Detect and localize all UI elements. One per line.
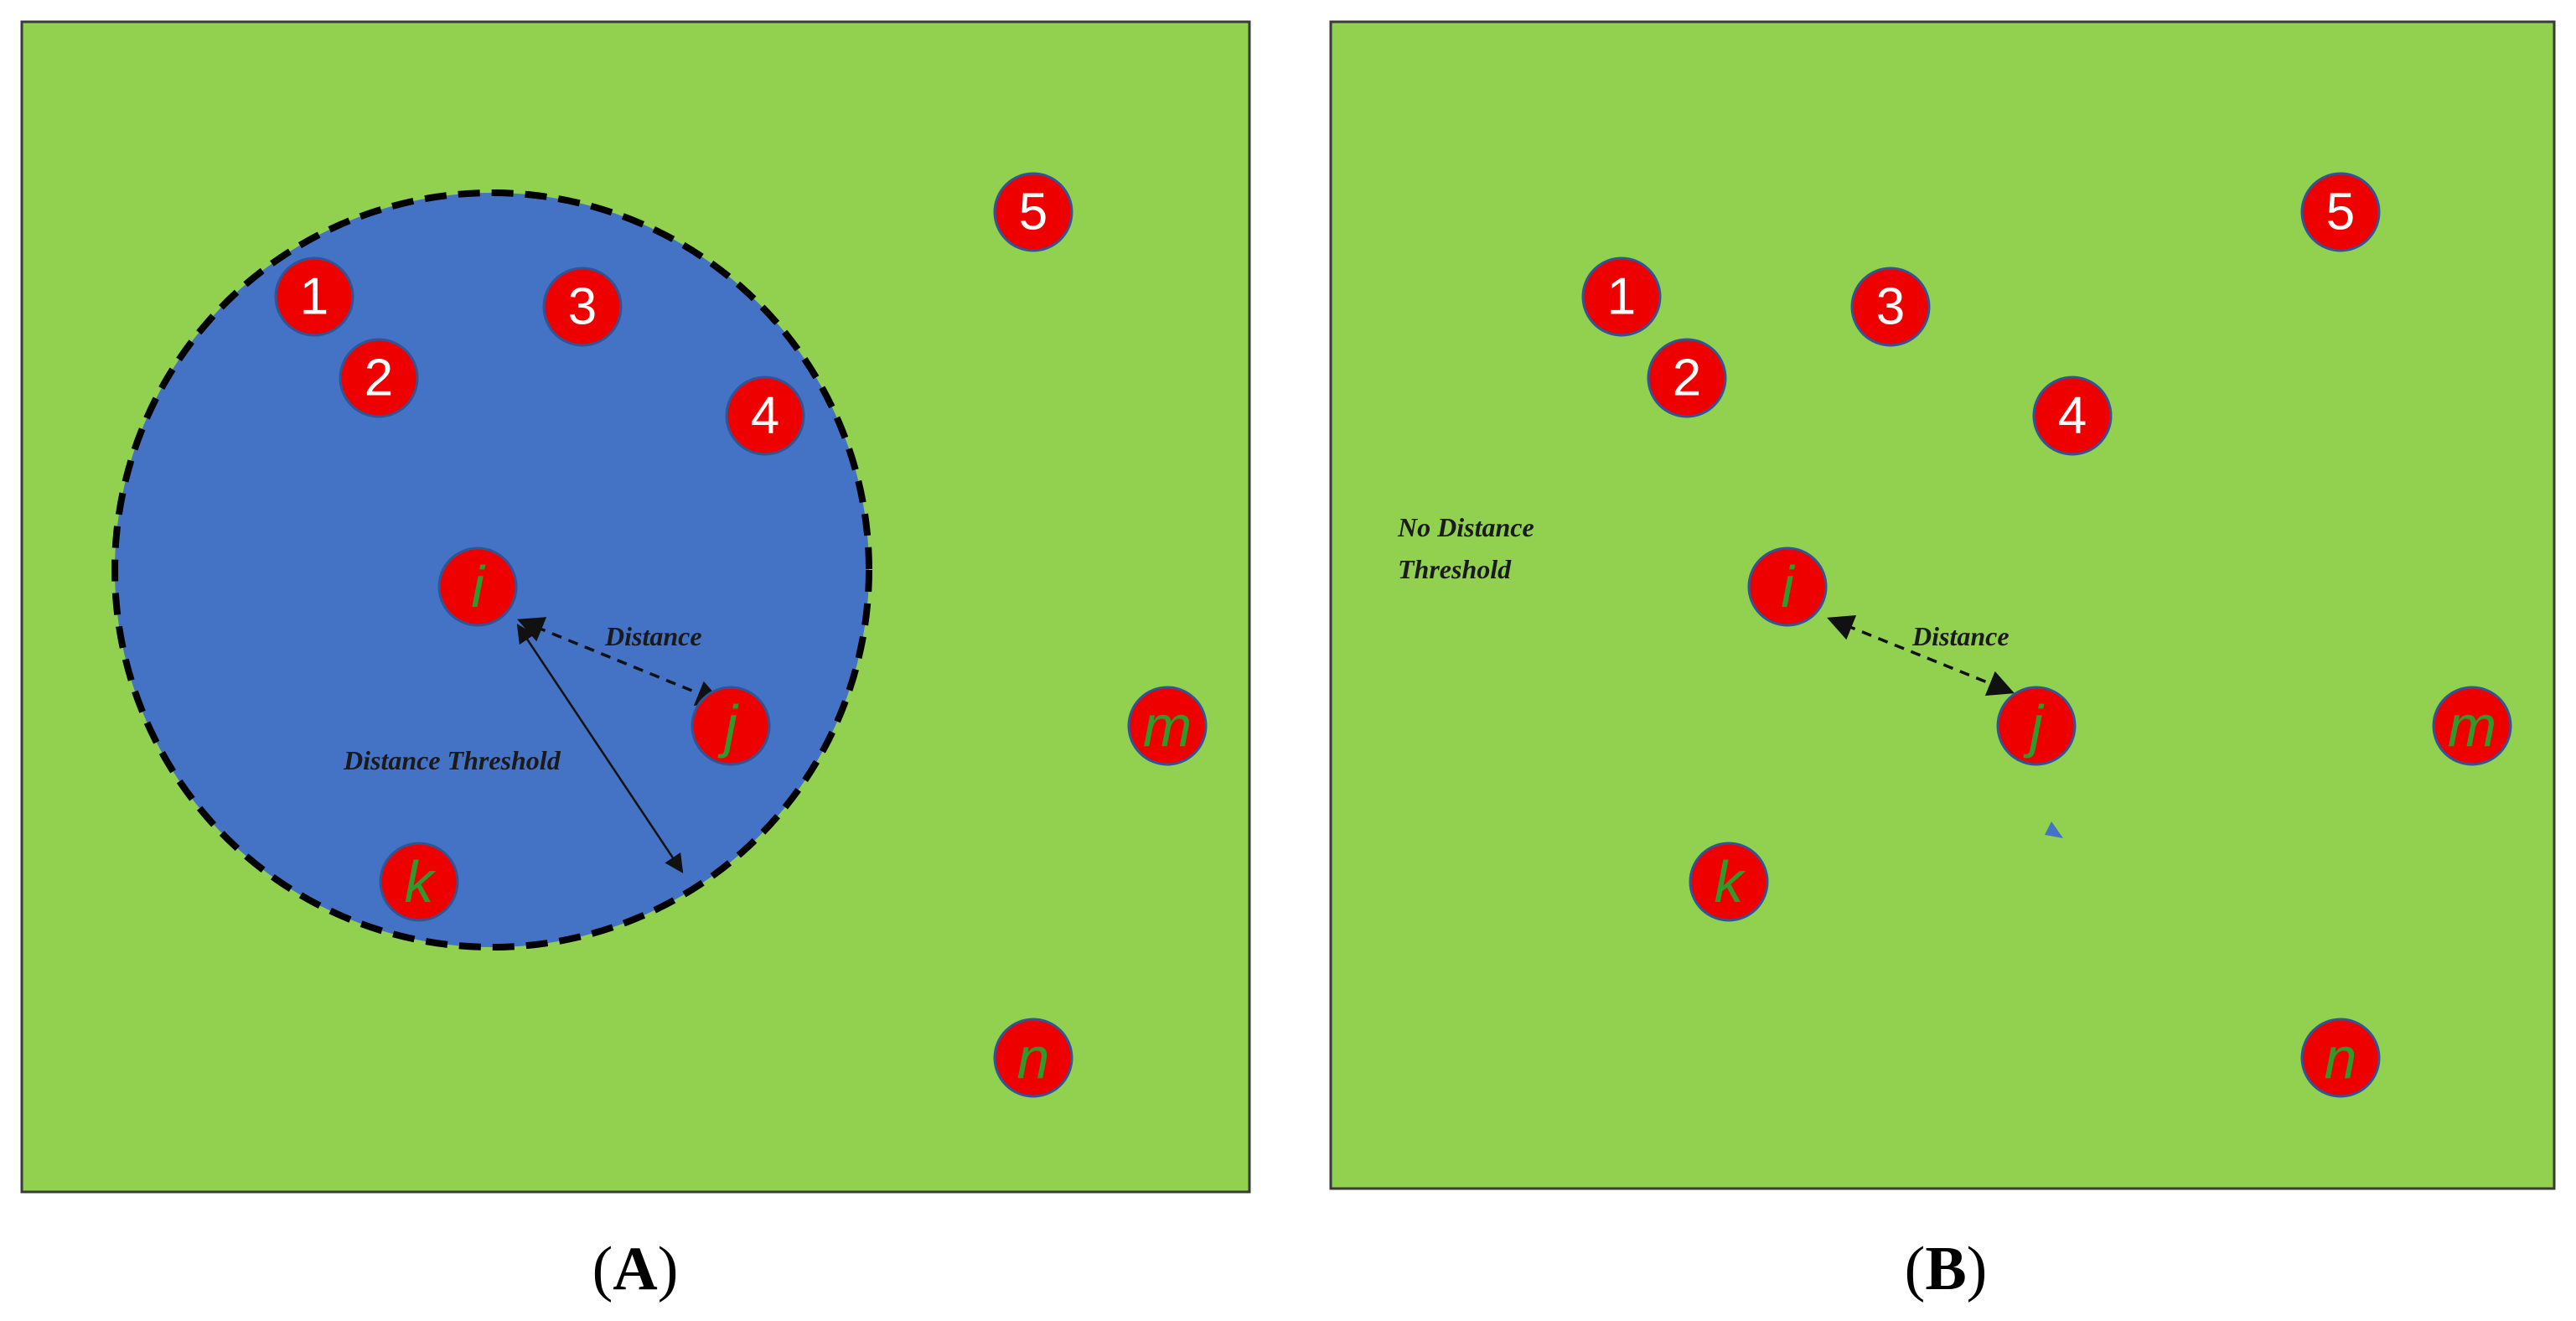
node-label: 4: [2058, 387, 2087, 445]
node-n: n: [993, 1018, 1073, 1098]
node-1: 1: [274, 256, 354, 337]
distance-arrow: [1827, 615, 2015, 696]
node-label: m: [1143, 693, 1192, 759]
node-3: 3: [542, 267, 623, 347]
node-5: 5: [2300, 172, 2381, 252]
node-label: i: [1781, 554, 1796, 619]
node-circle: [1996, 686, 2077, 766]
node-4: 4: [725, 376, 805, 456]
panel-b: Distance No Distance Threshold 12 3 4 5 i j k m…: [1329, 20, 2556, 1303]
node-circle: [437, 547, 518, 627]
panel-a-caption: (A): [592, 1235, 679, 1303]
node-label: k: [1715, 849, 1746, 914]
node-circle: [1747, 547, 1828, 627]
node-1: 1: [1581, 256, 1662, 337]
node-k: k: [379, 842, 459, 922]
node-circle: [725, 376, 805, 456]
node-2: 2: [339, 338, 419, 418]
distance-threshold-label: Distance Threshold: [343, 745, 561, 775]
node-label: 4: [751, 387, 779, 445]
node-circle: [2300, 1018, 2381, 1098]
distance-label: Distance: [1911, 621, 2010, 651]
node-j: j: [1996, 686, 2077, 766]
node-i: i: [437, 547, 518, 627]
node-circle: [1581, 256, 1662, 337]
node-n: n: [2300, 1018, 2381, 1098]
node-circle: [1127, 686, 1208, 766]
node-label: n: [1017, 1025, 1050, 1090]
no-distance-threshold-label: No Distance Threshold: [1397, 512, 1541, 584]
node-2: 2: [1647, 338, 1727, 418]
node-4: 4: [2032, 376, 2113, 456]
node-m: m: [2432, 686, 2512, 766]
node-circle: [542, 267, 623, 347]
node-label: 2: [365, 350, 393, 407]
node-5: 5: [993, 172, 1073, 252]
node-label: k: [405, 849, 437, 914]
node-label: 1: [300, 268, 328, 326]
panel-b-caption: (B): [1905, 1235, 1988, 1303]
small-triangle-marker: [2045, 821, 2063, 838]
panel-b-nodes: 12 3 4 5 i j k m n: [1581, 172, 2512, 1098]
threshold-radius-arrow: [516, 624, 684, 873]
node-j: j: [691, 686, 771, 766]
node-i: i: [1747, 547, 1828, 627]
node-circle: [1647, 338, 1727, 418]
node-circle: [1689, 842, 1769, 922]
panel-a-nodes: 12 3 4 5 i j k m n: [274, 172, 1208, 1098]
distance-label: Distance: [604, 621, 702, 651]
node-circle: [993, 172, 1073, 252]
node-label: m: [2448, 693, 2496, 759]
node-label: 3: [568, 278, 597, 336]
node-label: n: [2325, 1025, 2357, 1090]
node-circle: [2432, 686, 2512, 766]
node-label: i: [471, 554, 486, 619]
node-circle: [1850, 267, 1931, 347]
node-circle: [2032, 376, 2113, 456]
node-label: 5: [2326, 184, 2355, 241]
node-k: k: [1689, 842, 1769, 922]
node-3: 3: [1850, 267, 1931, 347]
node-circle: [274, 256, 354, 337]
node-label: 1: [1607, 268, 1636, 326]
node-circle: [379, 842, 459, 922]
node-m: m: [1127, 686, 1208, 766]
node-circle: [993, 1018, 1073, 1098]
panel-a: Distance Distance Threshold 12 3 4 5 i j k m n (…: [20, 20, 1251, 1303]
node-circle: [691, 686, 771, 766]
node-label: 2: [1673, 350, 1701, 407]
node-label: 3: [1876, 278, 1905, 336]
node-circle: [2300, 172, 2381, 252]
node-circle: [339, 338, 419, 418]
node-label: 5: [1019, 184, 1047, 241]
